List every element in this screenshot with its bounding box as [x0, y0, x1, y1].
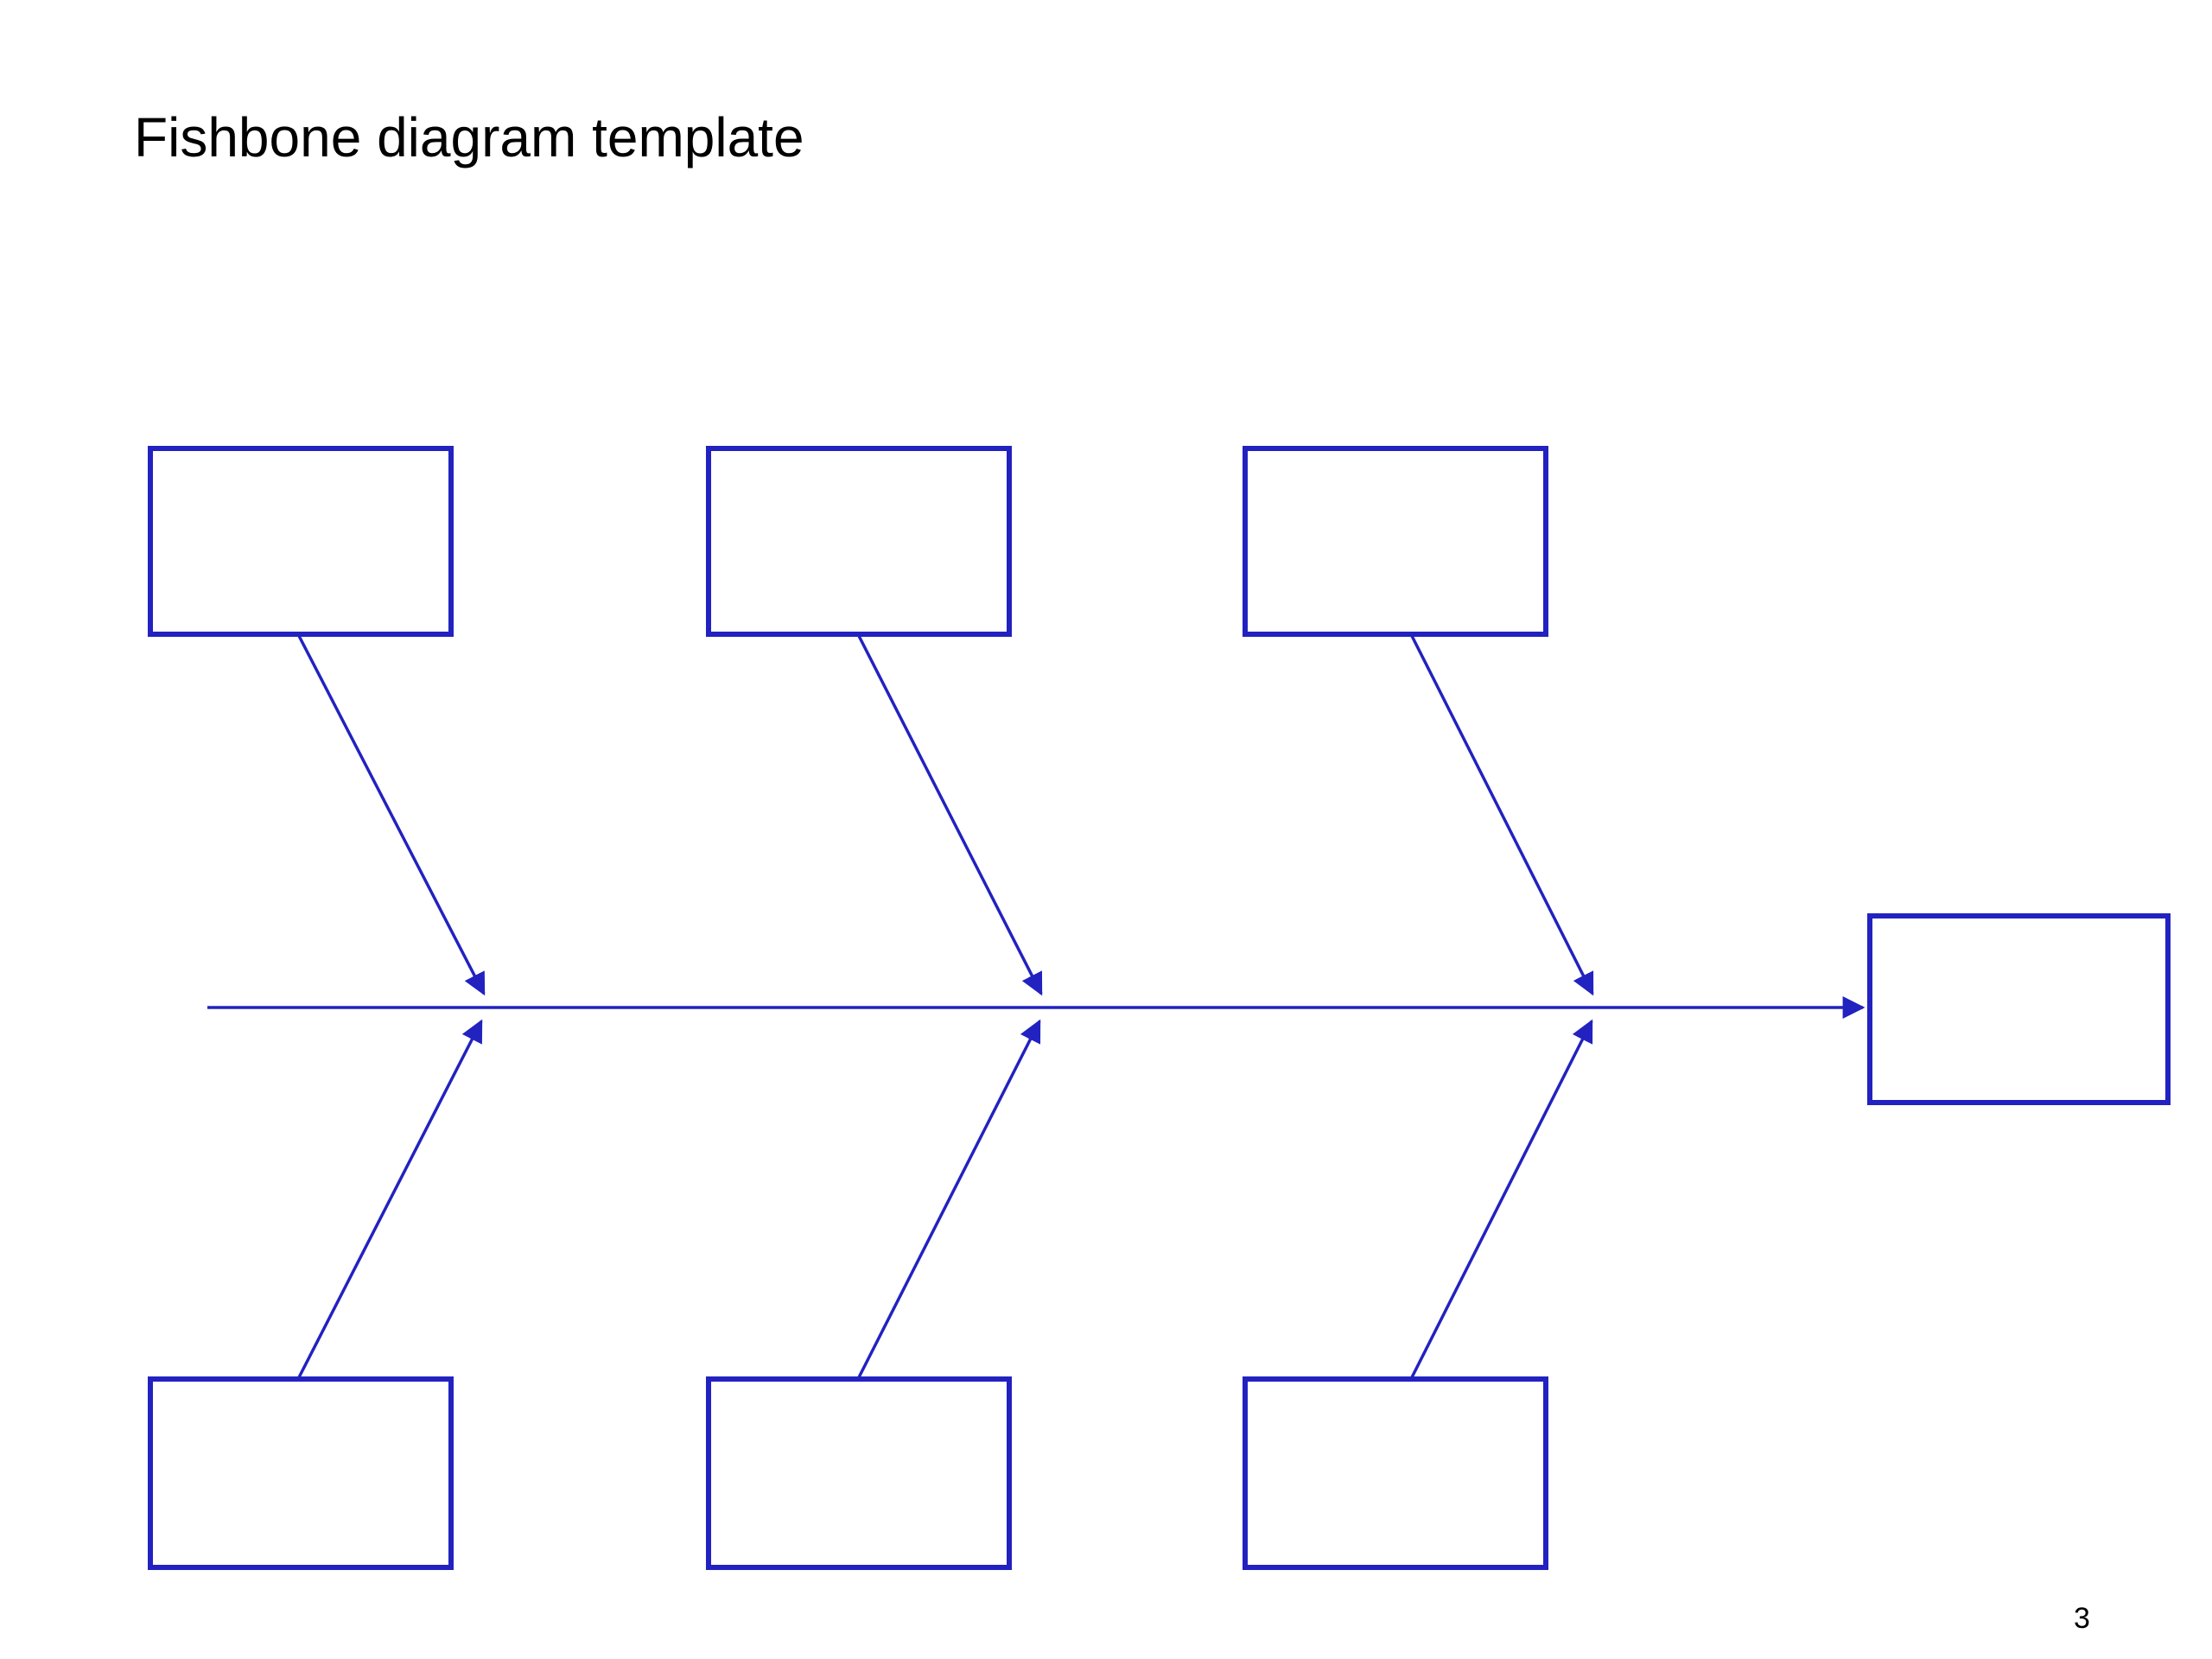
cause-box-top-1 — [148, 446, 454, 637]
page-number: 3 — [2074, 1602, 2090, 1635]
cause-box-bottom-3 — [1243, 1376, 1548, 1570]
cause-box-bottom-1 — [148, 1376, 454, 1570]
bone-bottom-3 — [1409, 1019, 1593, 1380]
bone-bottom-1 — [296, 1019, 483, 1380]
bone-top-3 — [1409, 633, 1594, 996]
cause-box-top-3 — [1243, 446, 1548, 637]
cause-box-top-2 — [706, 446, 1012, 637]
bone-bottom-2 — [856, 1019, 1041, 1380]
bone-top-2 — [856, 633, 1043, 996]
bone-top-1 — [296, 633, 486, 996]
slide-title: Fishbone diagram template — [134, 106, 804, 168]
effect-box — [1867, 913, 2171, 1105]
cause-box-bottom-2 — [706, 1376, 1012, 1570]
